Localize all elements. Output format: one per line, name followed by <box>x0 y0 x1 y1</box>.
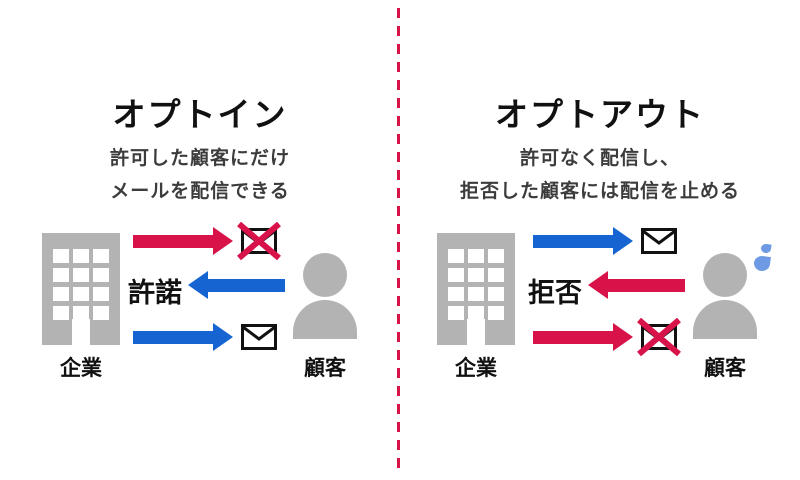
arrow-shaft <box>133 234 213 248</box>
arrow-shaft <box>608 278 685 292</box>
consent-label: 許諾 <box>128 278 182 308</box>
person-icon <box>293 253 357 339</box>
sweat-drop <box>760 243 772 254</box>
person-icon <box>693 253 757 339</box>
customer-label: 顧客 <box>304 357 346 380</box>
person-body <box>293 300 357 339</box>
sweat-drop <box>753 254 771 273</box>
arrow-head-icon <box>213 323 233 351</box>
panel-opt-in: オプトイン 許可した顧客にだけ メールを配信できる 企業 顧客 <box>42 96 357 380</box>
mail-blocked-icon <box>237 221 281 261</box>
person-head <box>703 253 747 297</box>
opt-out-subtitle-line1: 許可なく配信し、 <box>519 148 680 169</box>
refusal-arrow <box>588 271 685 299</box>
building-icon <box>437 233 515 345</box>
opt-out-subtitle-line2: 拒否した顧客には配信を止める <box>459 181 740 202</box>
arrow-head-icon <box>613 227 633 255</box>
blocked-send-arrow <box>133 227 233 255</box>
opt-out-title: オプトアウト <box>495 96 705 133</box>
person-body <box>693 300 757 339</box>
arrow-head-icon <box>213 227 233 255</box>
consent-arrow <box>188 271 285 299</box>
refusal-label: 拒否 <box>528 278 582 308</box>
customer-label: 顧客 <box>704 357 746 380</box>
stopped-send-arrow <box>533 323 633 351</box>
arrow-head-icon <box>588 271 608 299</box>
center-dashed-divider <box>397 8 400 472</box>
arrow-shaft <box>533 330 613 344</box>
company-label: 企業 <box>455 357 497 380</box>
panel-opt-out: オプトアウト 許可なく配信し、 拒否した顧客には配信を止める 企業 <box>400 0 800 480</box>
arrow-shaft <box>533 234 613 248</box>
arrow-head-icon <box>613 323 633 351</box>
arrow-shaft <box>133 330 213 344</box>
mail-envelope-icon <box>637 222 681 260</box>
person-head <box>303 253 347 297</box>
building-icon <box>42 233 120 345</box>
arrow-shaft <box>208 278 285 292</box>
opt-in-title: オプトイン <box>112 96 288 133</box>
sweat-drops-icon <box>752 243 778 274</box>
unsolicited-send-arrow <box>533 227 633 255</box>
arrow-head-icon <box>188 271 208 299</box>
allowed-send-arrow <box>133 323 233 351</box>
company-label: 企業 <box>60 357 102 380</box>
opt-in-subtitle-line1: 許可した顧客にだけ <box>109 148 290 169</box>
mail-blocked-icon <box>637 317 681 357</box>
mail-envelope-icon <box>237 318 281 356</box>
opt-in-subtitle-line2: メールを配信できる <box>110 181 290 202</box>
